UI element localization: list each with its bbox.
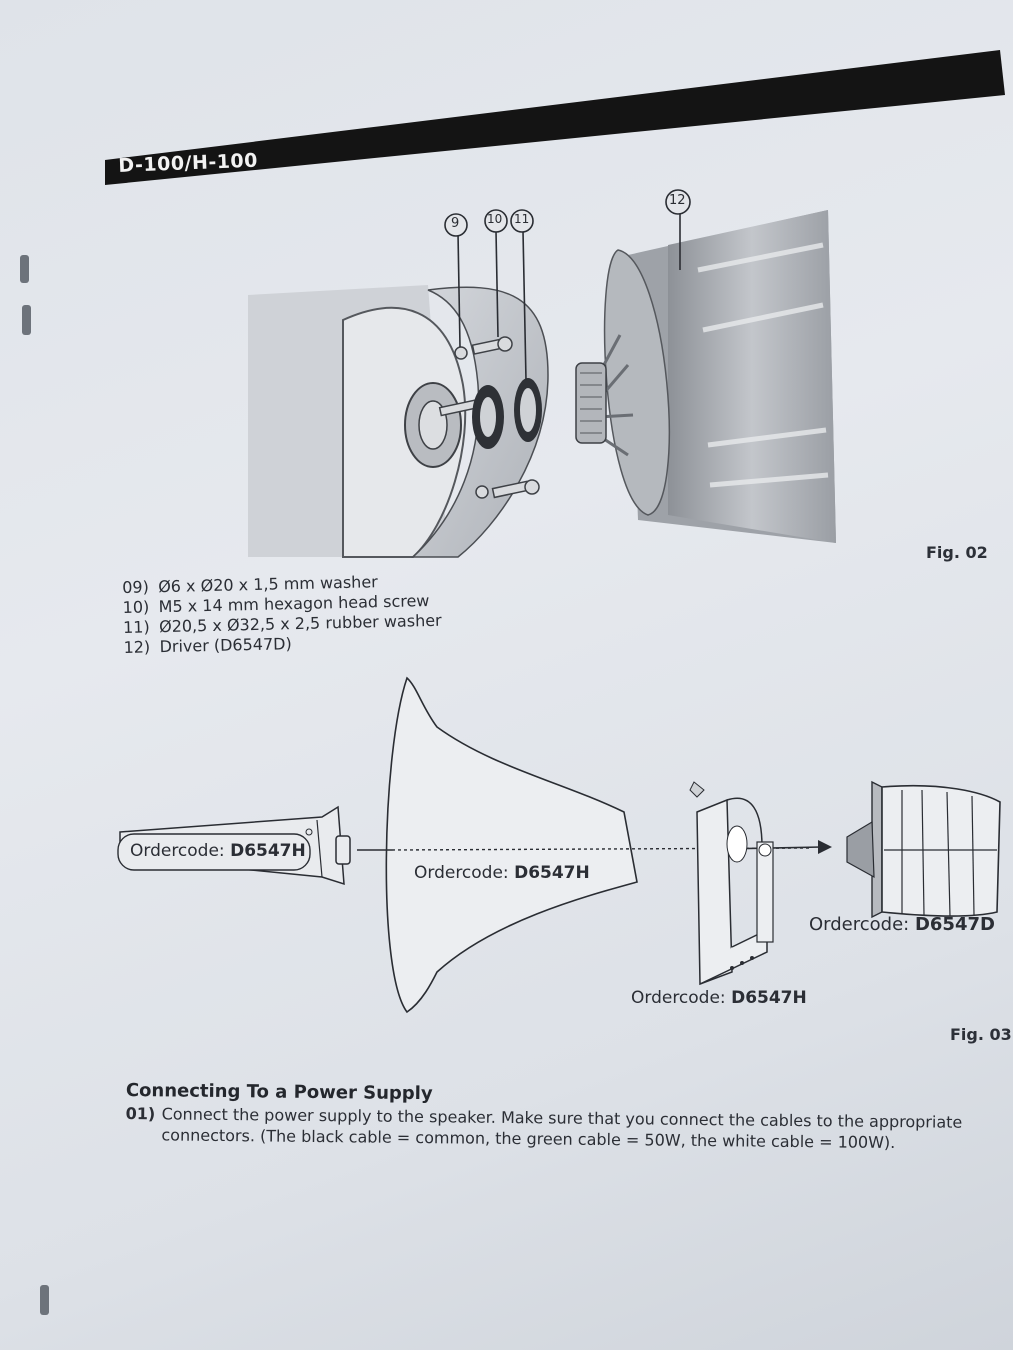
step-item: 01) Connect the power supply to the spea… <box>125 1103 985 1154</box>
binder-clip-mark <box>20 255 29 283</box>
figure-driver-assembly: 9 10 11 12 <box>248 185 838 560</box>
binder-clip-mark <box>40 1285 49 1315</box>
step-number: 01) <box>125 1103 156 1124</box>
header-bar <box>105 50 1005 190</box>
figure-component-breakdown: Ordercode: D6547H Ordercode: D6547H Orde… <box>112 672 1012 1032</box>
callout-10: 10 <box>487 212 503 226</box>
callout-9: 9 <box>451 216 460 231</box>
binder-clip-mark <box>22 305 31 335</box>
step-text: Connect the power supply to the speaker.… <box>161 1104 963 1153</box>
parts-list: 09)Ø6 x Ø20 x 1,5 mm washer 10)M5 x 14 m… <box>122 571 442 658</box>
ordercode-label-horn: Ordercode: D6547H <box>414 863 590 883</box>
ordercode-label-throat: Ordercode: D6547H <box>130 841 306 861</box>
power-supply-section: Connecting To a Power Supply 01) Connect… <box>125 1080 986 1154</box>
ordercode-label-bracket: Ordercode: D6547H <box>631 988 807 1008</box>
callout-11: 11 <box>514 212 530 226</box>
figure-label-02: Fig. 02 <box>926 543 988 562</box>
callout-12: 12 <box>669 193 686 208</box>
ordercode-label-driver: Ordercode: D6547D <box>809 914 995 935</box>
figure-label-03: Fig. 03 <box>950 1025 1012 1044</box>
